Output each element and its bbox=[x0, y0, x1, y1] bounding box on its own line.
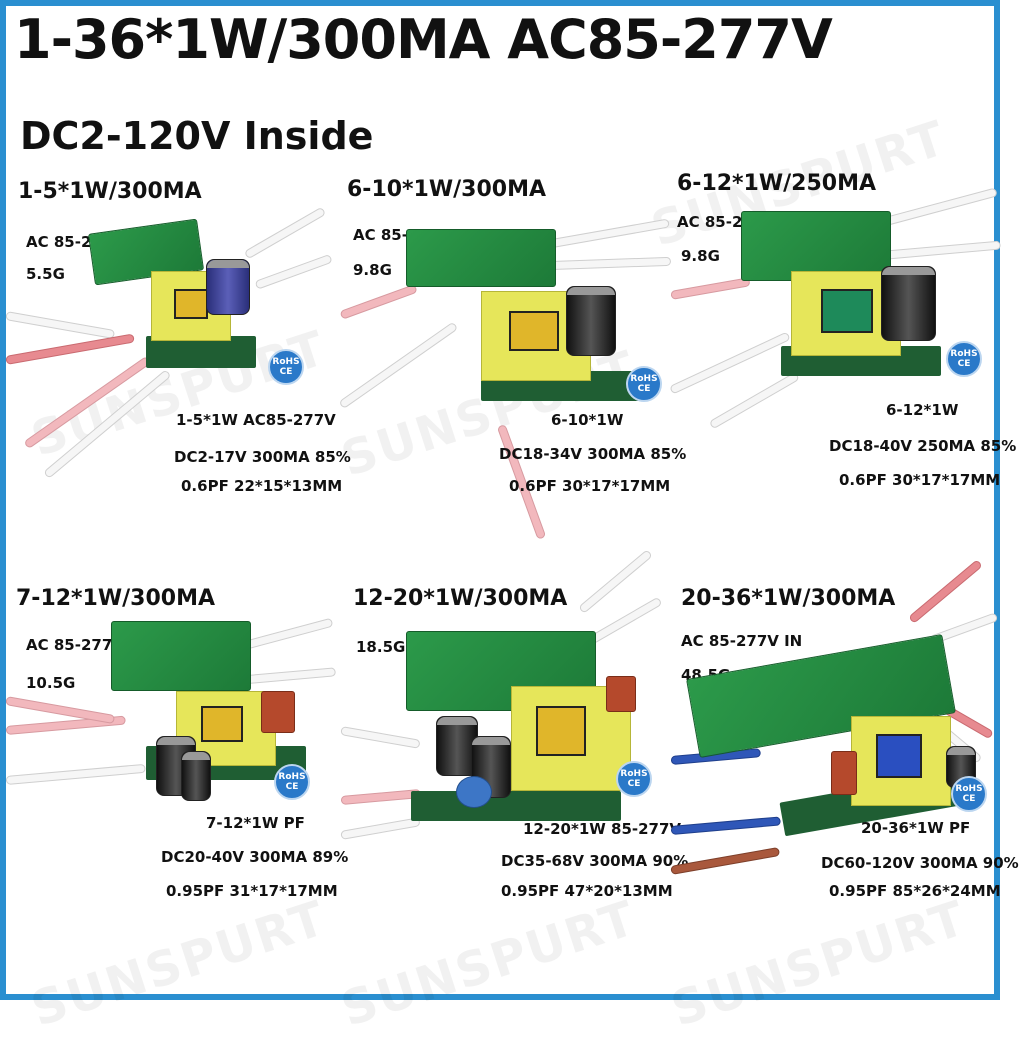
weight: 9.8G bbox=[353, 261, 392, 279]
driver-base-board bbox=[146, 336, 256, 368]
spec-output: DC35-68V 300MA 90% bbox=[501, 852, 689, 870]
wire bbox=[339, 283, 418, 320]
transformer-core bbox=[876, 734, 922, 778]
weight: 18.5G bbox=[356, 638, 406, 656]
driver-panel-2: 6-10*1W/300MA AC 85-277V IN 9.8G RoHSCE … bbox=[338, 171, 686, 540]
spec-size: 0.6PF 22*15*13MM bbox=[181, 477, 343, 495]
spec-output: DC60-120V 300MA 90% bbox=[821, 854, 1019, 872]
wire bbox=[540, 218, 670, 250]
wire bbox=[578, 549, 653, 614]
wire bbox=[338, 321, 459, 410]
wire bbox=[908, 559, 983, 624]
wire bbox=[708, 371, 800, 430]
driver-pcb bbox=[406, 229, 556, 287]
input-voltage: AC 85-277V bbox=[26, 636, 124, 654]
transformer-core bbox=[821, 289, 873, 333]
spec-size: 0.6PF 30*17*17MM bbox=[509, 477, 671, 495]
product-title: 1-36*1W/300MA AC85-277V bbox=[14, 8, 833, 71]
transformer-core bbox=[201, 706, 243, 742]
wire bbox=[880, 240, 1001, 260]
transformer-core bbox=[174, 289, 208, 319]
x-capacitor bbox=[261, 691, 295, 733]
capacitor bbox=[566, 286, 616, 356]
wire bbox=[670, 816, 781, 835]
weight: 5.5G bbox=[26, 265, 65, 283]
wire bbox=[340, 726, 421, 749]
wire bbox=[588, 596, 663, 645]
wire bbox=[340, 817, 421, 840]
spec-model: 6-10*1W bbox=[551, 411, 624, 429]
spec-model: 7-12*1W PF bbox=[206, 814, 305, 832]
spec-output: DC18-34V 300MA 85% bbox=[499, 445, 687, 463]
transformer-core bbox=[509, 311, 559, 351]
panel-label: 6-10*1W/300MA bbox=[347, 177, 547, 202]
wire bbox=[243, 206, 327, 260]
input-voltage: AC 85-277V IN bbox=[681, 632, 803, 650]
wire bbox=[340, 789, 422, 805]
wire bbox=[670, 846, 781, 875]
capacitor bbox=[881, 266, 936, 341]
capacitor bbox=[206, 259, 250, 315]
weight: 10.5G bbox=[26, 674, 76, 692]
panel-label: 12-20*1W/300MA bbox=[353, 586, 568, 611]
driver-pcb bbox=[111, 621, 251, 691]
wire bbox=[550, 256, 672, 270]
panel-label: 7-12*1W/300MA bbox=[16, 586, 216, 611]
wire bbox=[5, 333, 135, 365]
product-subtitle: DC2-120V Inside bbox=[20, 114, 374, 158]
spec-model: 12-20*1W 85-277V bbox=[523, 820, 682, 838]
panel-label: 1-5*1W/300MA bbox=[18, 179, 202, 204]
panel-label: 6-12*1W/250MA bbox=[677, 171, 877, 196]
spec-model: 20-36*1W PF bbox=[861, 819, 971, 837]
wire bbox=[254, 253, 333, 290]
driver-panel-6: 20-36*1W/300MA AC 85-277V IN 48.5G RoHSC… bbox=[670, 559, 1019, 906]
spec-output: DC18-40V 250MA 85% bbox=[829, 437, 1017, 455]
x-capacitor bbox=[606, 676, 636, 712]
wire bbox=[670, 277, 751, 300]
spec-model: 6-12*1W bbox=[886, 401, 959, 419]
spec-size: 0.95PF 85*26*24MM bbox=[829, 882, 1001, 900]
watermark: SUNSPURT bbox=[24, 890, 334, 1038]
driver-pcb bbox=[741, 211, 891, 281]
spec-output: DC20-40V 300MA 89% bbox=[161, 848, 349, 866]
y-capacitor bbox=[456, 776, 492, 808]
watermark: SUNSPURT bbox=[664, 890, 974, 1038]
watermark: SUNSPURT bbox=[334, 890, 644, 1038]
spec-model: 1-5*1W AC85-277V bbox=[176, 411, 336, 429]
wire bbox=[5, 311, 116, 340]
spec-output: DC2-17V 300MA 85% bbox=[174, 448, 351, 466]
panel-label: 20-36*1W/300MA bbox=[681, 586, 896, 611]
spec-size: 0.95PF 47*20*13MM bbox=[501, 882, 673, 900]
x-capacitor bbox=[831, 751, 857, 795]
wire bbox=[5, 763, 146, 785]
wire bbox=[5, 696, 116, 725]
spec-size: 0.95PF 31*17*17MM bbox=[166, 882, 338, 900]
spec-size: 0.6PF 30*17*17MM bbox=[839, 471, 1001, 489]
capacitor bbox=[181, 751, 211, 801]
weight: 9.8G bbox=[681, 247, 720, 265]
transformer-core bbox=[536, 706, 586, 756]
driver-base-board bbox=[411, 791, 621, 821]
